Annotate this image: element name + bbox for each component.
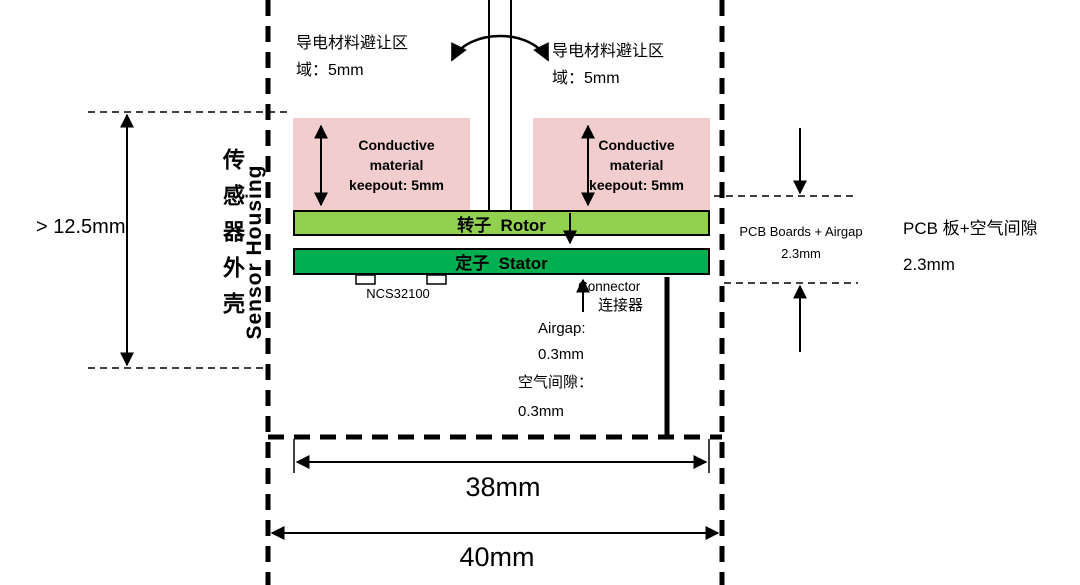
keepout-note-left-line1: 导电材料避让区 bbox=[296, 35, 409, 52]
keepout-note-left-line2: 域：5mm bbox=[296, 62, 364, 79]
airgap-cn-line2: 0.3mm bbox=[518, 403, 564, 420]
chip-pin-right bbox=[426, 274, 447, 285]
chip-label: NCS32100 bbox=[366, 286, 430, 301]
outer-width-label: 40mm bbox=[459, 542, 535, 572]
inner-width-label: 38mm bbox=[465, 472, 541, 502]
keepout-left-line3: keepout: 5mm bbox=[349, 176, 444, 193]
stator-bar: 定子 Stator bbox=[293, 248, 710, 275]
rotation-arrow bbox=[450, 34, 550, 62]
keepout-right-line3: keepout: 5mm bbox=[589, 176, 684, 193]
pcb-dim-cn-line1: PCB 板+空气间隙 bbox=[903, 219, 1038, 238]
keepout-right-line2: material bbox=[609, 156, 664, 173]
keepout-note-right-line2: 域：5mm bbox=[552, 70, 620, 87]
keepout-left-line2: material bbox=[369, 156, 424, 173]
rotor-label: 转子 Rotor bbox=[457, 215, 546, 235]
keepout-left-line1: Conductive bbox=[358, 136, 435, 153]
stator-label: 定子 Stator bbox=[455, 254, 548, 273]
airgap-label-en: Airgap: 0.3mm bbox=[538, 316, 586, 368]
height-dim-label: > 12.5mm bbox=[36, 216, 126, 238]
pcb-dim-label-cn: PCB 板+空气间隙 2.3mm bbox=[903, 211, 1038, 283]
airgap-en-line1: Airgap: bbox=[538, 320, 586, 337]
pcb-dim-cn-value: 2.3mm bbox=[903, 255, 955, 274]
rotor-bar: 转子 Rotor bbox=[293, 210, 710, 236]
chip-pin-left bbox=[355, 274, 376, 285]
keepout-zone-right: Conductive material keepout: 5mm bbox=[533, 118, 710, 211]
keepout-zone-left: Conductive material keepout: 5mm bbox=[293, 118, 470, 211]
airgap-cn-line1: 空气间隙： bbox=[518, 374, 594, 391]
housing-label-en: Sensor Housing bbox=[243, 164, 266, 340]
keepout-right-line1: Conductive bbox=[598, 136, 675, 153]
housing-label-cn: 传感器外壳 bbox=[220, 148, 245, 328]
keepout-note-right-line1: 导电材料避让区 bbox=[552, 43, 665, 60]
pcb-dim-en-line1: PCB Boards + Airgap bbox=[739, 224, 863, 239]
connector-label-cn: 连接器 bbox=[598, 297, 644, 314]
keepout-note-left: 导电材料避让区 域：5mm bbox=[296, 30, 408, 84]
connector-label-en: Connector bbox=[578, 279, 641, 294]
pcb-dim-label-en: PCB Boards + Airgap 2.3mm bbox=[734, 221, 868, 265]
airgap-label-cn: 空气间隙： 0.3mm bbox=[518, 368, 593, 426]
keepout-note-right: 导电材料避让区 域：5mm bbox=[552, 38, 664, 92]
pcb-dim-en-value: 2.3mm bbox=[781, 246, 821, 261]
airgap-en-line2: 0.3mm bbox=[538, 346, 584, 363]
